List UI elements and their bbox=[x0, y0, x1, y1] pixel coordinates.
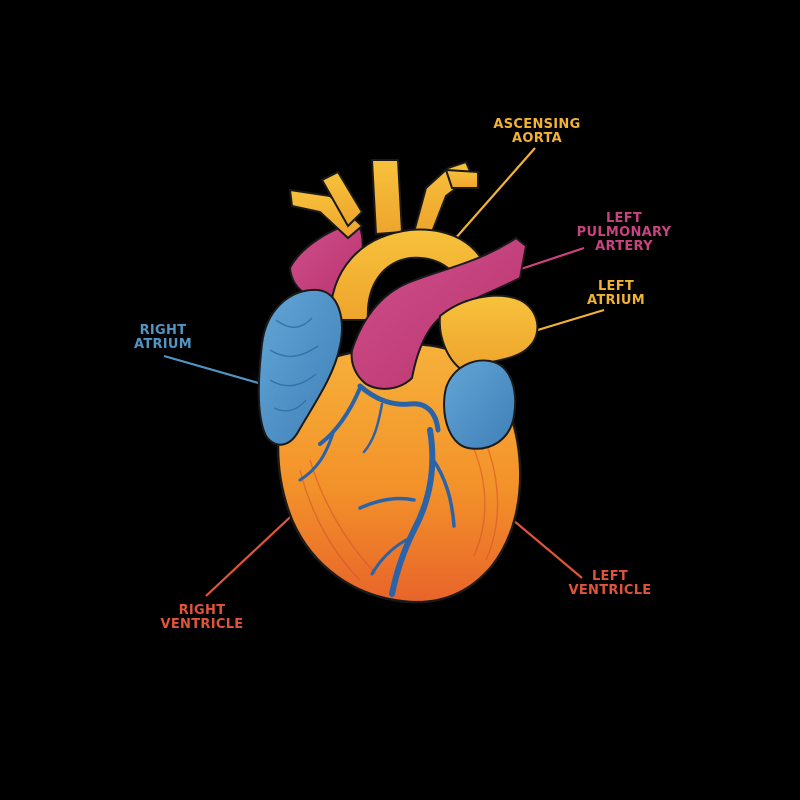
label-right-ventricle-line1: RIGHT bbox=[178, 603, 226, 618]
label-ascending-aorta: ASCENSING AORTA bbox=[484, 118, 590, 146]
label-right-ventricle-line2: VENTRICLE bbox=[160, 617, 244, 632]
left-atrium-shape bbox=[438, 294, 539, 372]
label-right-atrium: RIGHT ATRIUM bbox=[126, 324, 200, 352]
label-right-atrium-line1: RIGHT bbox=[139, 323, 187, 338]
label-left-atrium-line1: LEFT bbox=[597, 279, 635, 294]
label-left-ventricle-line1: LEFT bbox=[591, 569, 629, 584]
label-left-pulmonary-artery-line1: LEFT bbox=[605, 211, 643, 226]
label-left-pulmonary-artery-line3: ARTERY bbox=[595, 239, 653, 254]
label-right-atrium-line2: ATRIUM bbox=[133, 337, 193, 352]
coronary-vessels bbox=[298, 383, 456, 597]
leader-line-aorta bbox=[453, 147, 536, 241]
leader-lines bbox=[163, 147, 605, 597]
label-right-ventricle: RIGHT VENTRICLE bbox=[156, 604, 248, 632]
right-atrium-shape bbox=[257, 288, 343, 446]
leader-line-pulmonary bbox=[517, 246, 585, 272]
aortic-branches bbox=[288, 159, 479, 240]
label-ascending-aorta-line2: AORTA bbox=[512, 131, 562, 146]
leader-line-right-ventricle bbox=[205, 505, 303, 597]
label-left-pulmonary-artery: LEFT PULMONARY ARTERY bbox=[574, 212, 674, 254]
label-left-atrium-line2: ATRIUM bbox=[586, 293, 646, 308]
label-left-ventricle: LEFT VENTRICLE bbox=[564, 570, 656, 598]
label-left-pulmonary-artery-line2: PULMONARY bbox=[576, 225, 672, 240]
leader-line-right-atrium bbox=[163, 354, 263, 386]
heart-shading bbox=[299, 429, 499, 581]
label-ascending-aorta-line1: ASCENSING bbox=[493, 117, 581, 132]
left-blue-lobe bbox=[443, 359, 517, 450]
label-left-atrium: LEFT ATRIUM bbox=[578, 280, 654, 308]
right-atrium-texture bbox=[269, 317, 319, 412]
label-left-ventricle-line2: VENTRICLE bbox=[568, 583, 652, 598]
